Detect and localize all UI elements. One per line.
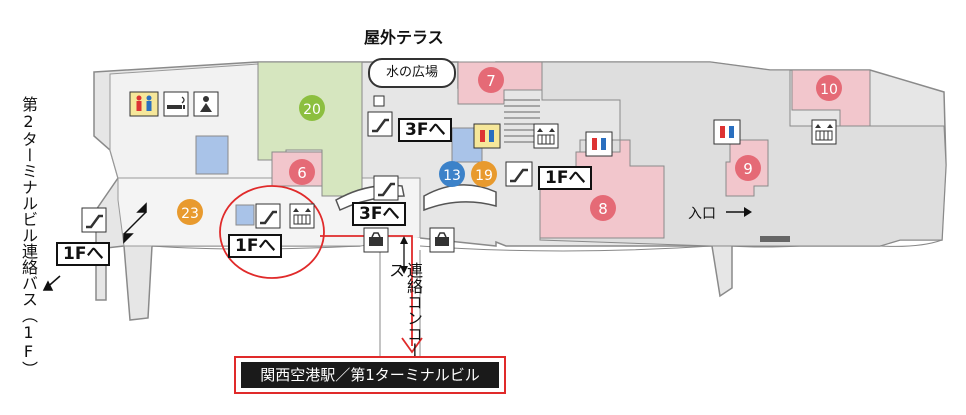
station-label[interactable]: 関西空港駅／第1ターミナルビル bbox=[241, 362, 499, 388]
concourse-label: 連絡コンコース bbox=[386, 262, 423, 358]
marker-7-number: 7 bbox=[486, 72, 496, 90]
route-line bbox=[320, 235, 413, 346]
blue-area-small bbox=[235, 204, 255, 226]
to-1f-left-label[interactable]: 1Fへ bbox=[56, 242, 111, 266]
marker-13[interactable]: 13 bbox=[439, 161, 465, 187]
marker-9[interactable]: 9 bbox=[735, 155, 761, 181]
station-highlight-box bbox=[234, 356, 506, 394]
marker-7[interactable]: 7 bbox=[478, 67, 504, 93]
to-3f-mid-label[interactable]: 3Fへ bbox=[352, 202, 407, 226]
elevator-icon bbox=[373, 95, 385, 107]
escalator-icon bbox=[81, 207, 107, 233]
zone-20 bbox=[257, 61, 363, 197]
marker-6-number: 6 bbox=[297, 164, 307, 182]
escalator-icon bbox=[505, 161, 533, 187]
marker-19[interactable]: 19 bbox=[471, 161, 497, 187]
marker-23[interactable]: 23 bbox=[177, 199, 203, 225]
smoking-icon bbox=[163, 91, 189, 117]
baby-care-icon bbox=[193, 91, 219, 117]
elevator-icon bbox=[811, 119, 837, 145]
center-feature bbox=[423, 184, 497, 212]
diagonal-arrow bbox=[42, 202, 147, 291]
elevator-icon bbox=[289, 203, 315, 229]
marker-19-number: 19 bbox=[475, 168, 493, 184]
entrance-arrow-icon bbox=[726, 207, 752, 217]
to-3f-top-label[interactable]: 3Fへ bbox=[398, 118, 453, 142]
outdoor-terrace-label: 屋外テラス bbox=[364, 28, 444, 47]
marker-10[interactable]: 10 bbox=[816, 75, 842, 101]
marker-8-number: 8 bbox=[598, 200, 608, 218]
bus-connection-label: 第2ターミナルビル連絡バス（1F） bbox=[19, 96, 38, 377]
marker-20-number: 20 bbox=[303, 102, 321, 118]
escalator-icon bbox=[373, 175, 399, 201]
escalator-icon bbox=[367, 111, 393, 137]
restroom-icon bbox=[129, 91, 159, 117]
highlight-circle bbox=[219, 185, 325, 279]
marker-9-number: 9 bbox=[743, 160, 753, 178]
marker-23-number: 23 bbox=[181, 206, 199, 222]
to-1f-mid-label[interactable]: 1Fへ bbox=[228, 234, 283, 258]
shopping-cart-icon bbox=[429, 227, 455, 253]
marker-10-number: 10 bbox=[820, 82, 838, 98]
entrance-mat bbox=[760, 236, 790, 242]
restroom-icon bbox=[713, 119, 741, 145]
marker-20[interactable]: 20 bbox=[299, 95, 325, 121]
blue-area-left bbox=[195, 135, 229, 175]
water-plaza-label: 水の広場 bbox=[368, 58, 456, 88]
escalator-icon bbox=[255, 203, 281, 229]
entrance-label: 入口 bbox=[688, 206, 716, 222]
marker-13-number: 13 bbox=[443, 168, 461, 184]
elevator-icon bbox=[533, 123, 559, 149]
marker-6[interactable]: 6 bbox=[289, 159, 315, 185]
concourse-corridor bbox=[380, 238, 420, 356]
restroom-icon bbox=[473, 123, 501, 149]
to-1f-right-label[interactable]: 1Fへ bbox=[538, 166, 593, 190]
shopping-cart-icon bbox=[363, 227, 389, 253]
restroom-icon bbox=[585, 131, 613, 157]
marker-8[interactable]: 8 bbox=[590, 195, 616, 221]
